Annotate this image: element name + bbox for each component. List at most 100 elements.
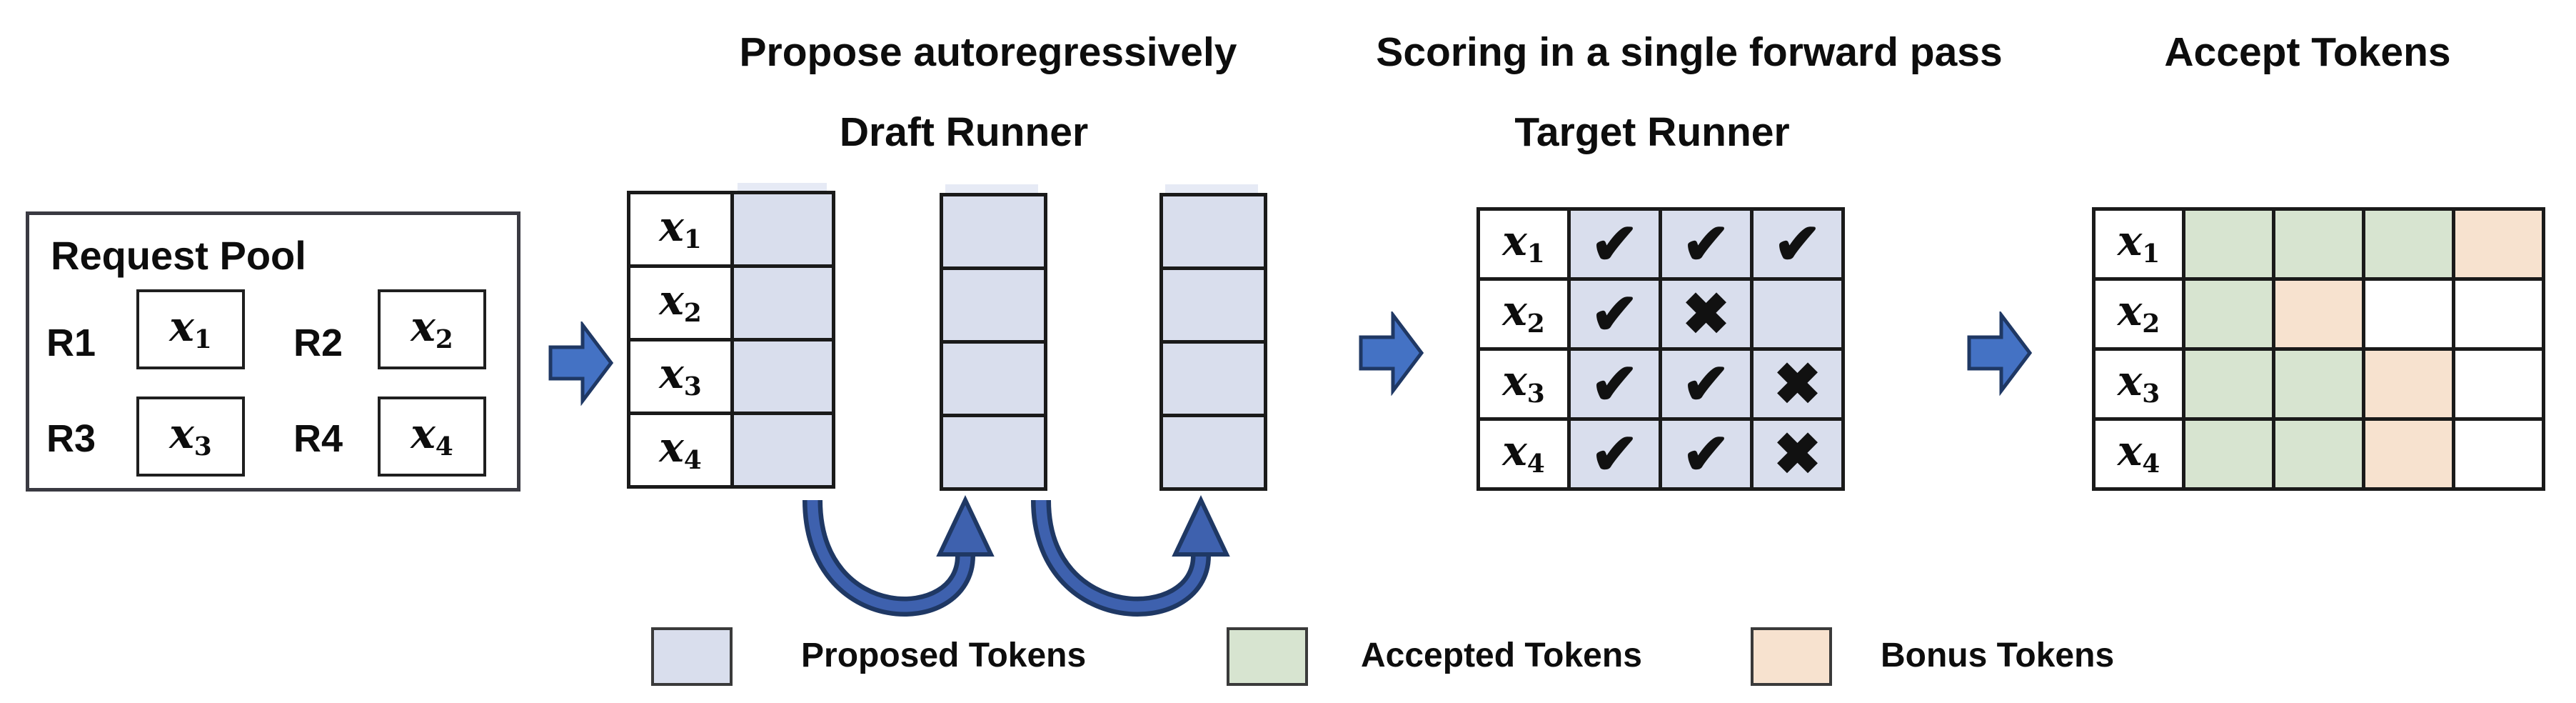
request-pool-title: Request Pool [51, 233, 306, 278]
draft-grid-row: x1 [627, 191, 835, 268]
token-label: x1 [1502, 216, 1545, 269]
propose-title: Propose autoregressively [739, 29, 1237, 75]
token-label: x3 [2117, 357, 2160, 409]
row-label-cell: x4 [2092, 417, 2185, 491]
token-label: x2 [1502, 286, 1545, 339]
scored-token-cell: ✔ [1567, 277, 1662, 351]
row-label-cell: x3 [2092, 347, 2185, 421]
scored-token-cell: ✖ [1750, 347, 1845, 421]
check-icon: ✔ [1590, 281, 1639, 346]
proposed-token-cell [730, 191, 835, 268]
accept-grid-row: x3 [2092, 347, 2545, 421]
token-label: x4 [659, 422, 702, 476]
draft-grid-row: x3 [627, 338, 835, 415]
cross-icon: ✖ [1681, 281, 1731, 346]
check-icon: ✔ [1681, 211, 1731, 276]
proposed-token-cell [730, 412, 835, 489]
row-label-cell: x1 [2092, 207, 2185, 281]
draft-grid-row [940, 414, 1047, 491]
accepted-token-cell [2272, 207, 2365, 281]
request-token-box-r2: x2 [378, 289, 486, 369]
legend-label-accepted: Accepted Tokens [1361, 637, 1642, 674]
check-icon: ✔ [1590, 422, 1639, 486]
bonus-token-cell [2452, 207, 2545, 281]
token-x3: x3 [169, 409, 212, 462]
request-pool-box: Request Pool R1 x1 R2 x2 R3 x3 R4 x4 [26, 211, 520, 492]
token-label: x3 [659, 349, 702, 402]
draft-grid-row [1159, 340, 1267, 417]
legend-swatch-accepted [1227, 627, 1308, 686]
empty-cell [2362, 277, 2455, 351]
request-label-r2: R2 [293, 321, 343, 364]
token-label: x4 [2117, 427, 2160, 479]
request-label-r4: R4 [293, 417, 343, 460]
scoring-grid-row: x2 ✔ ✖ [1476, 277, 1845, 351]
row-label-cell: x4 [1476, 417, 1571, 491]
proposed-token-cell [730, 264, 835, 341]
proposed-token-cell [1159, 414, 1267, 491]
scored-token-cell: ✔ [1567, 207, 1662, 281]
request-token-box-r3: x3 [136, 397, 245, 477]
bonus-token-cell [2362, 347, 2455, 421]
check-icon: ✔ [1773, 211, 1822, 276]
loop-arrowhead-icon [936, 494, 995, 557]
accept-tokens-grid: x1 x2 x3 x4 [2092, 207, 2545, 491]
accepted-token-cell [2182, 417, 2275, 491]
check-icon: ✔ [1590, 211, 1639, 276]
loop-arrowhead-icon [1172, 494, 1230, 557]
column-cap [1165, 184, 1258, 196]
proposed-token-cell [1159, 193, 1267, 270]
token-label: x1 [659, 201, 702, 255]
draft-grid-row: x2 [627, 264, 835, 341]
row-label-cell: x4 [627, 412, 734, 489]
draft-grid-row [1159, 266, 1267, 344]
scoring-grid-row: x4 ✔ ✔ ✖ [1476, 417, 1845, 491]
token-x1: x1 [169, 301, 212, 355]
request-label-r1: R1 [46, 321, 96, 364]
scored-token-cell: ✔ [1659, 417, 1754, 491]
token-x2: x2 [411, 301, 453, 355]
scored-token-cell: ✖ [1659, 277, 1754, 351]
bonus-token-cell [2272, 277, 2365, 351]
proposed-token-cell [1159, 340, 1267, 417]
empty-cell [2452, 417, 2545, 491]
draft-grid-row [1159, 414, 1267, 491]
accept-grid-row: x1 [2092, 207, 2545, 281]
accepted-token-cell [2182, 277, 2275, 351]
scored-token-cell: ✔ [1567, 347, 1662, 421]
draft-grid-row [1159, 193, 1267, 270]
proposed-token-cell [940, 266, 1047, 344]
block-arrow-right-icon [1359, 311, 1424, 396]
token-label: x2 [659, 275, 702, 329]
proposed-token-cell [1159, 266, 1267, 344]
accept-grid-row: x4 [2092, 417, 2545, 491]
token-label: x4 [1502, 427, 1545, 479]
proposed-token-cell [940, 193, 1047, 270]
row-label-cell: x1 [627, 191, 734, 268]
accepted-token-cell [2182, 207, 2275, 281]
draft-runner-subtitle: Draft Runner [839, 109, 1089, 155]
scoring-grid-row: x1 ✔ ✔ ✔ [1476, 207, 1845, 281]
request-token-box-r4: x4 [378, 397, 486, 477]
bonus-token-cell [2362, 417, 2455, 491]
draft-grid-row: x4 [627, 412, 835, 489]
token-label: x1 [2117, 216, 2160, 269]
row-label-cell: x3 [1476, 347, 1571, 421]
draft-grid-iteration-3 [1159, 193, 1267, 491]
check-icon: ✔ [1681, 422, 1731, 486]
row-label-cell: x2 [2092, 277, 2185, 351]
request-token-box-r1: x1 [136, 289, 245, 369]
token-label: x3 [1502, 357, 1545, 409]
accept-tokens-title: Accept Tokens [2164, 29, 2451, 75]
request-label-r3: R3 [46, 417, 96, 460]
draft-grid-iteration-2 [940, 193, 1047, 491]
token-label: x2 [2117, 286, 2160, 339]
scoring-title: Scoring in a single forward pass [1376, 29, 2003, 75]
cross-icon: ✖ [1773, 352, 1822, 416]
block-arrow-right-icon [548, 321, 614, 406]
scoring-grid-row: x3✔✔✖ [1476, 347, 1845, 421]
column-cap [945, 184, 1038, 196]
cross-icon: ✖ [1773, 422, 1822, 486]
accepted-token-cell [2272, 417, 2365, 491]
